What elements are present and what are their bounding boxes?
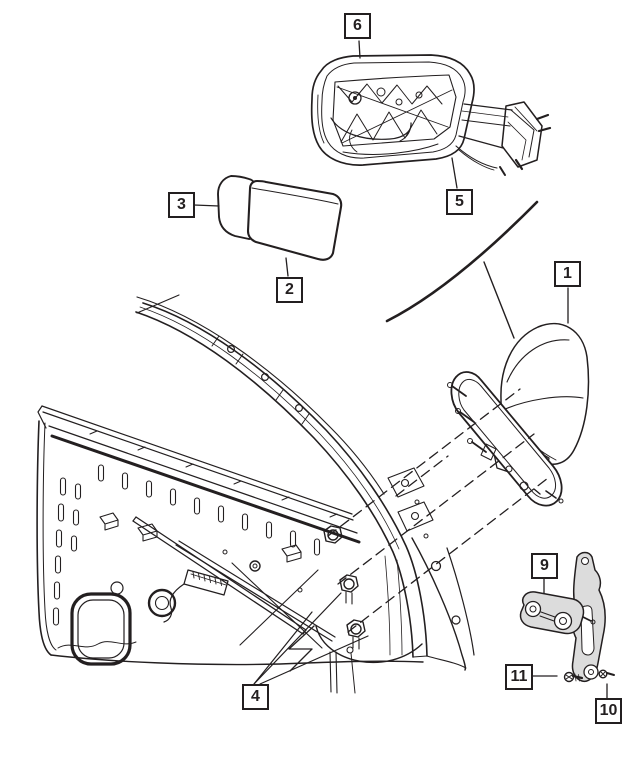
mirror-assembly-drawing xyxy=(447,287,590,507)
mirror-glass-drawing xyxy=(193,175,343,277)
mirror-mount-arm-drawing xyxy=(451,101,552,189)
support-bracket-drawing xyxy=(519,551,606,683)
callout-box-3: 3 xyxy=(168,192,195,218)
mirror-housing-drawing xyxy=(310,40,475,166)
callout-box-4: 4 xyxy=(242,684,269,710)
callout-box-9: 9 xyxy=(531,553,558,579)
sweep-arc xyxy=(385,200,539,339)
alignment-dashed-lines xyxy=(327,388,549,633)
callout-box-6: 6 xyxy=(344,13,371,39)
callout-box-1: 1 xyxy=(554,261,581,287)
screw-11-drawing xyxy=(532,671,584,683)
callout-box-11: 11 xyxy=(505,664,533,690)
screw-10-drawing xyxy=(598,669,615,699)
callout-box-5: 5 xyxy=(446,189,473,215)
mounting-nuts-drawing xyxy=(253,525,369,685)
callout-box-10: 10 xyxy=(595,698,622,724)
door-drawing xyxy=(36,294,475,694)
callout-box-2: 2 xyxy=(276,277,303,303)
